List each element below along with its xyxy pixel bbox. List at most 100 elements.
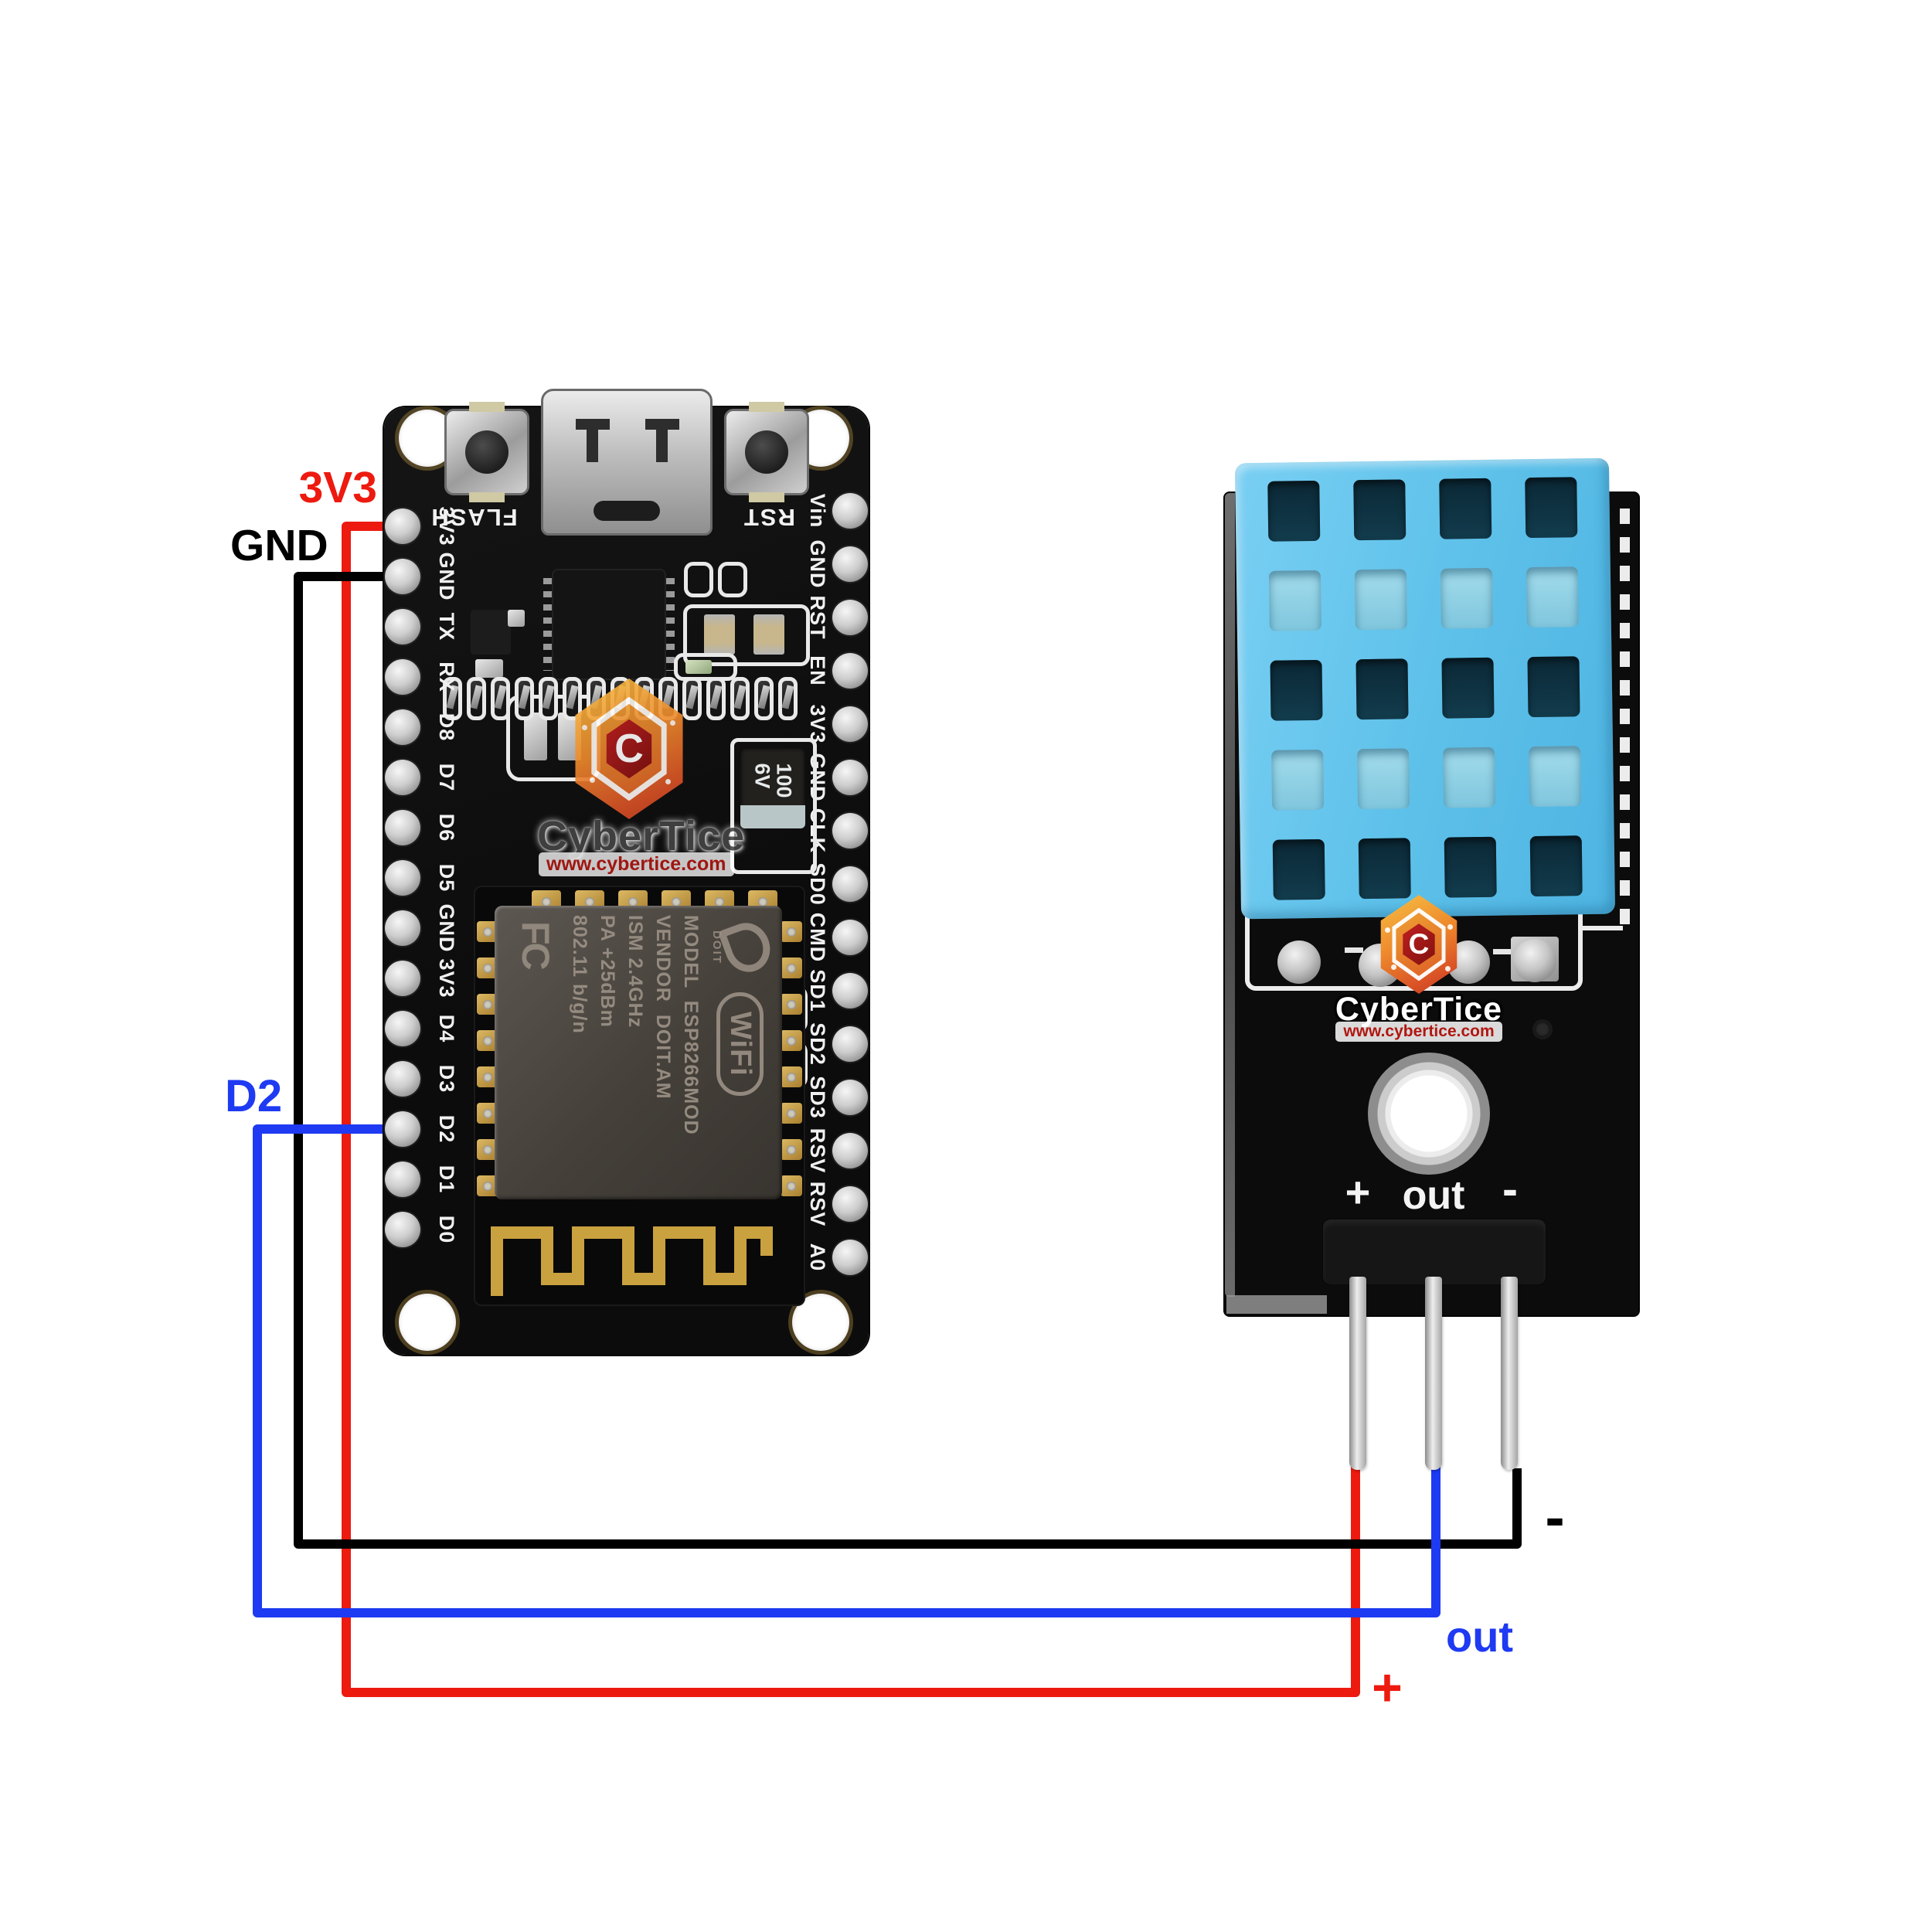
pin-solder-left — [385, 1162, 420, 1197]
antenna-trace — [491, 1226, 773, 1296]
pin-solder-right — [832, 813, 868, 849]
breakout-pad-row — [443, 677, 798, 720]
flash-button[interactable] — [444, 402, 529, 502]
dht-out-label: out — [1402, 1173, 1465, 1218]
pin-label-right: CMD — [806, 912, 829, 963]
pin-header — [1323, 1219, 1546, 1284]
sensor-vent — [1268, 570, 1321, 631]
reset-button[interactable] — [724, 402, 809, 502]
capacitor-stripe — [740, 805, 805, 828]
usb-slot-icon — [576, 419, 610, 430]
breakout-pad — [443, 677, 462, 720]
sensor-vent — [1529, 835, 1583, 897]
dht-pin-minus — [1501, 1277, 1518, 1470]
pcb-edge — [1226, 1295, 1327, 1314]
esp-module-silkscreen: DOIT WiFi MODEL ESP8266MOD VENDOR DOIT.A… — [507, 915, 777, 1190]
pin-label-right: RSV — [806, 1181, 829, 1227]
pin-solder-left — [385, 860, 420, 896]
breakout-pad — [539, 677, 558, 720]
breakout-pad — [611, 677, 630, 720]
micro-usb-connector — [541, 389, 713, 536]
pin-solder-right — [832, 600, 868, 635]
capacitor-silkscreen-box — [730, 738, 817, 874]
nodemcu-esp8266-board: FLASH RST — [384, 389, 869, 1355]
pin-label-right: RST — [806, 595, 829, 640]
esp8266-metal-shield — [495, 906, 782, 1199]
breakout-pad — [563, 677, 582, 720]
pcb-antenna — [491, 1226, 773, 1296]
fcc-logo: FC — [514, 921, 557, 968]
pcb-edge-dashes — [1620, 509, 1630, 934]
pin-solder-left — [385, 1212, 420, 1247]
module-pad — [781, 1103, 802, 1124]
pin-solder-right — [832, 866, 868, 902]
module-pad — [781, 921, 802, 942]
mounting-hole — [792, 1294, 849, 1351]
silkscreen-line — [1583, 926, 1623, 930]
dht-plus-label: + — [1345, 1168, 1371, 1216]
smd-pad — [508, 610, 525, 627]
pin-solder-right — [832, 1186, 868, 1222]
usb-serial-chip — [543, 570, 675, 679]
module-pad — [781, 1030, 802, 1051]
breakout-pad — [587, 677, 606, 720]
breakout-pad — [467, 677, 486, 720]
sensor-leg-solder — [1513, 939, 1556, 982]
pin-solder-right — [832, 973, 868, 1009]
capacitor: 100 6V — [740, 748, 805, 828]
resistor-box — [683, 604, 810, 666]
usb-slot-icon — [587, 419, 598, 462]
sensor-leg-solder — [1447, 940, 1490, 984]
breakout-pad — [634, 677, 654, 720]
pin-solder-left — [385, 1011, 420, 1046]
pin-label-right: SD3 — [806, 1076, 829, 1119]
sensor-vent — [1444, 836, 1497, 898]
sensor-vent — [1443, 747, 1496, 808]
dht-minus-label: - — [1502, 1163, 1518, 1215]
usb-slot-icon — [645, 419, 679, 430]
esp-spec-line: MODEL ESP8266MOD — [680, 915, 702, 1135]
sensor-vent — [1441, 657, 1495, 719]
breakout-pad — [491, 677, 510, 720]
pin-solder-right — [832, 706, 868, 742]
esp-spec-line: VENDOR DOIT.AM — [652, 915, 674, 1100]
smd-pad — [475, 659, 503, 678]
module-pad — [781, 1066, 802, 1087]
doit-swirl-icon — [717, 917, 777, 978]
pin-solder-left — [385, 609, 420, 645]
button-contact — [469, 402, 505, 412]
smd-transistor — [471, 610, 511, 655]
pin-solder-left — [385, 559, 420, 594]
module-pad — [781, 994, 802, 1015]
pin-solder-left — [385, 961, 420, 996]
sensor-vent — [1272, 838, 1325, 900]
usb-slot-icon — [656, 419, 668, 462]
breakout-pad — [706, 677, 726, 720]
pin-label-right: SD2 — [806, 1022, 829, 1066]
wire-d2-signal — [253, 1124, 1440, 1617]
mounting-hole — [399, 1294, 456, 1351]
dht-pin-out — [1425, 1277, 1442, 1470]
pin-solder-left — [385, 810, 420, 845]
sensor-vent — [1529, 746, 1582, 808]
wire-label-plus: + — [1372, 1658, 1403, 1717]
sensor-vent — [1525, 477, 1578, 539]
button-contact — [749, 402, 784, 412]
pcb-via — [1535, 1022, 1550, 1037]
breakout-pad — [730, 677, 750, 720]
sensor-leg-solder — [1359, 944, 1402, 987]
breakout-pad — [658, 677, 678, 720]
silkscreen-dash — [1345, 947, 1363, 953]
wire-label-3v3: 3V3 — [298, 463, 377, 512]
status-led — [685, 660, 712, 674]
capacitor-value: 100 — [772, 763, 796, 798]
pin-solder-right — [832, 1133, 868, 1168]
led-box — [674, 653, 737, 681]
watermark-url: www.cybertice.com — [539, 852, 734, 876]
sensor-vent — [1354, 569, 1407, 631]
pin-solder-right — [832, 546, 868, 582]
sensor-vent — [1440, 567, 1493, 629]
breakout-pad — [754, 677, 774, 720]
button-contact — [469, 492, 505, 502]
